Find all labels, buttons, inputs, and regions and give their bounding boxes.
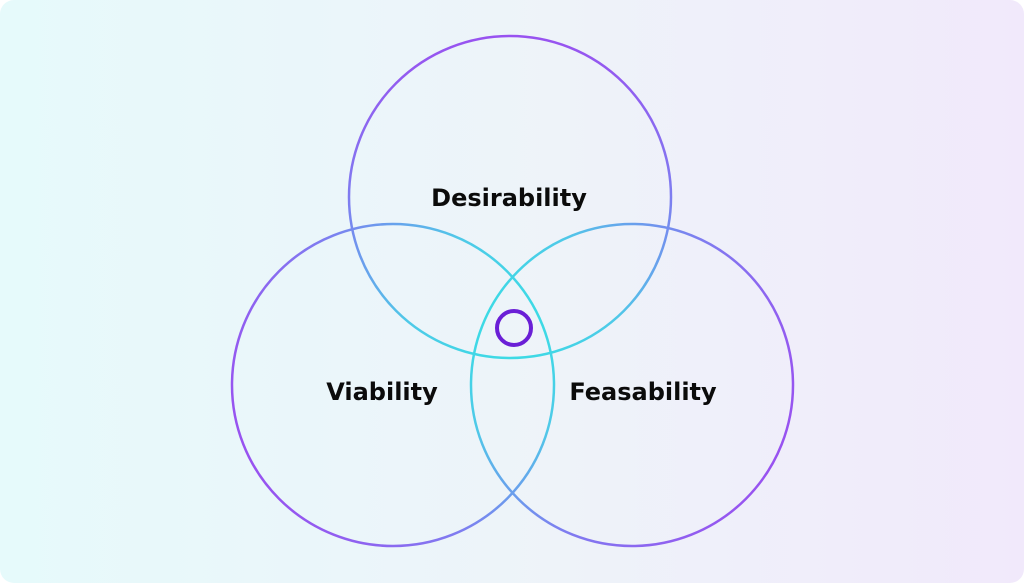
circle-desirability xyxy=(347,34,673,360)
circle-viability xyxy=(230,222,556,548)
label-desirability: Desirability xyxy=(431,184,587,212)
circle-feasability xyxy=(469,222,795,548)
center-ring-marker xyxy=(495,309,533,347)
label-viability: Viability xyxy=(326,378,438,406)
label-feasability: Feasability xyxy=(569,378,717,406)
